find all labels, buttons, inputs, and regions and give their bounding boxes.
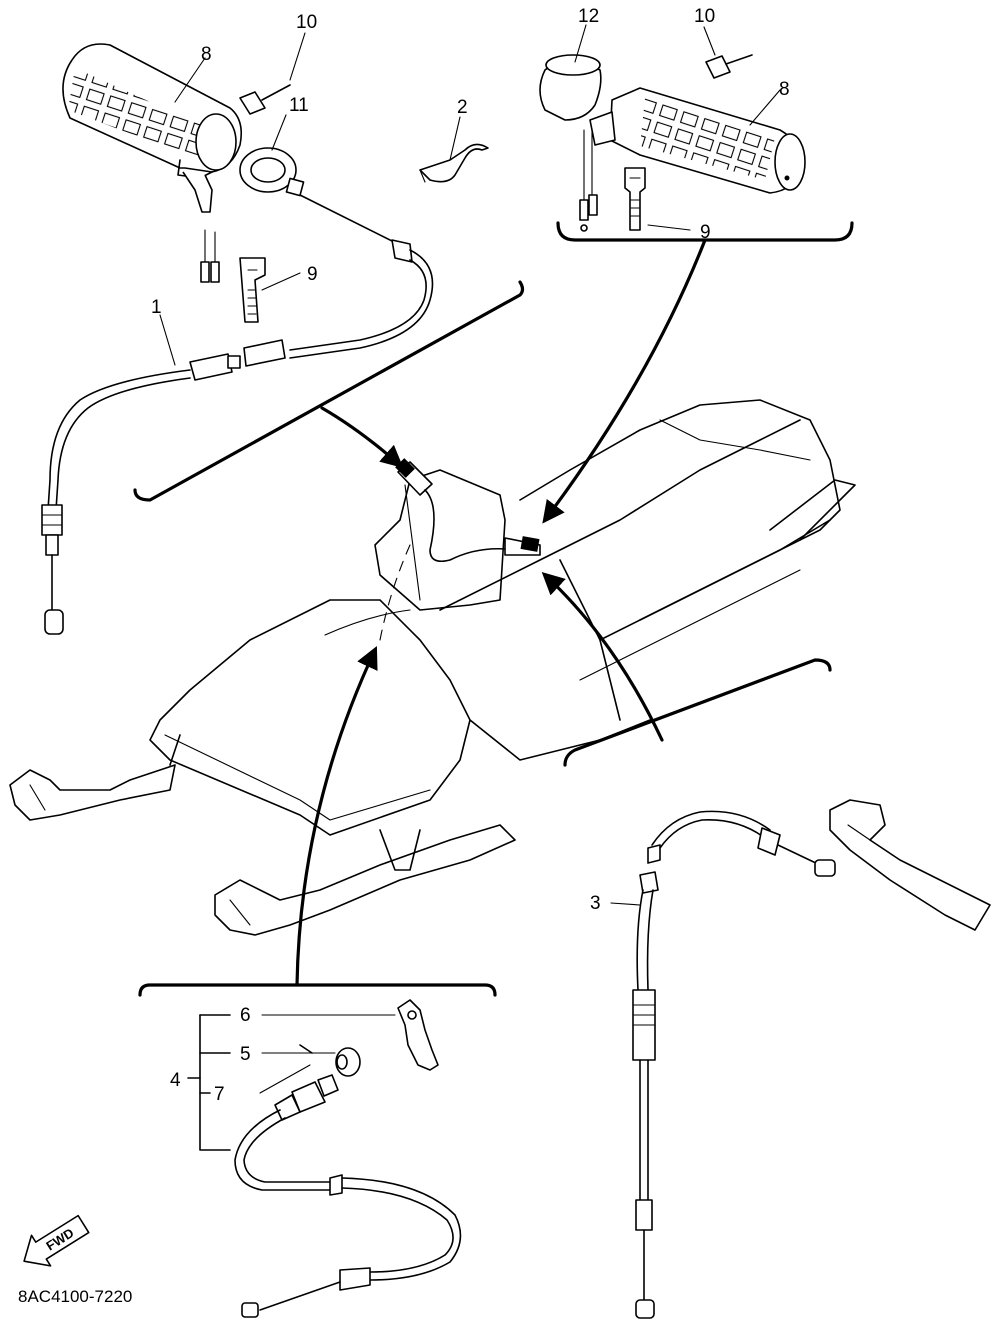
callout-labels: 8 10 11 2 9 1 12 10 8 9 3 6 5 4 7	[151, 6, 790, 1105]
choke-cable-part	[234, 1074, 462, 1318]
left-screw-part	[239, 84, 291, 115]
callout-collar: 11	[289, 95, 309, 116]
choke-lever-part	[397, 999, 439, 1071]
right-band-part	[624, 167, 646, 231]
left-wire-connector	[200, 229, 220, 283]
throttle-cable-part	[41, 177, 434, 635]
brake-lever-part	[829, 799, 991, 931]
installed-throttle-cable	[395, 458, 541, 563]
callout-brake-cable: 3	[590, 893, 601, 914]
callout-clip: 2	[457, 97, 468, 118]
callout-choke-assembly: 4	[170, 1070, 181, 1091]
brake-cable-part	[632, 810, 836, 1319]
right-wire-connector	[579, 129, 598, 232]
choke-nut-part	[335, 1047, 361, 1077]
callout-end-cap: 12	[578, 6, 599, 27]
choke-bracket-lines	[187, 1014, 396, 1151]
leader-arrows	[295, 238, 707, 987]
callout-grip-left: 8	[201, 44, 212, 65]
callout-leaders	[159, 24, 781, 906]
left-grip-part	[62, 43, 243, 213]
forward-arrow: FWD	[23, 1214, 90, 1267]
callout-choke-lever: 6	[240, 1005, 251, 1026]
left-band-part	[239, 257, 266, 323]
callout-screw-right: 10	[694, 6, 715, 27]
callout-grip-right: 8	[779, 79, 790, 100]
callout-band-left: 9	[307, 264, 318, 285]
callout-band-right: 9	[700, 222, 711, 243]
clip-part	[419, 143, 489, 183]
right-screw-part	[705, 54, 753, 79]
collar-part	[239, 147, 297, 193]
callout-choke-nut: 5	[240, 1044, 251, 1065]
snowmobile-body	[9, 399, 856, 936]
callout-screw-left: 10	[296, 12, 317, 33]
callout-throttle-cable: 1	[151, 297, 162, 318]
end-cap-part	[539, 54, 602, 121]
right-grip-part	[589, 87, 806, 194]
detail-brackets	[133, 221, 854, 997]
callout-choke-spring: 7	[214, 1084, 225, 1105]
choke-spring-part	[299, 1044, 313, 1054]
document-code: 8AC4100-7220	[18, 1287, 132, 1306]
